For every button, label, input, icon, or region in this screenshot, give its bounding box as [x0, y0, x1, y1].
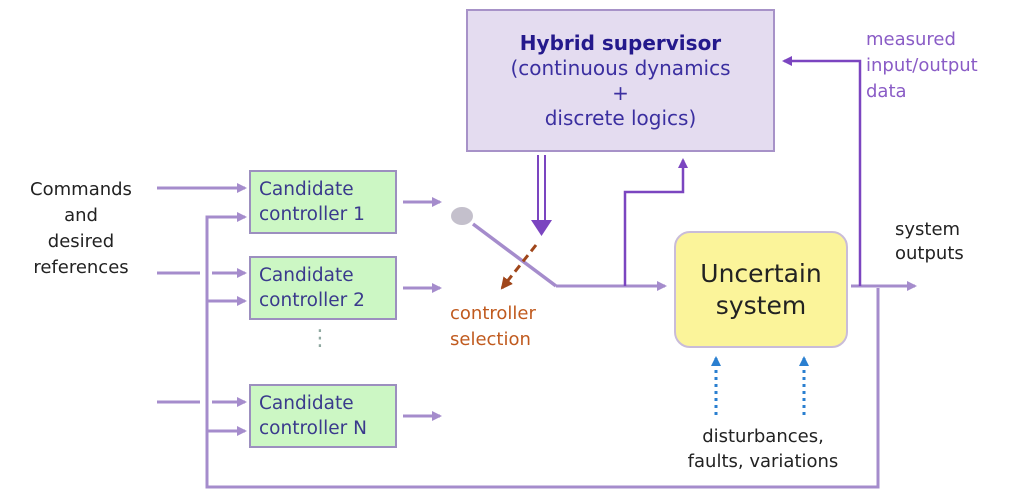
supervisor-title: Hybrid supervisor [519, 30, 722, 55]
plant-label-line-1: Uncertain [700, 258, 822, 288]
measured-label-line: input/output [866, 55, 978, 76]
commands-label: Commands and desired references [12, 177, 150, 281]
commands-label-line: and [64, 205, 98, 226]
candidate-label-line-2: controller 1 [259, 204, 365, 225]
candidate-label-line-2: controller N [259, 418, 367, 439]
selection-label-line: controller [450, 303, 536, 324]
switch-pivot-icon [451, 207, 473, 225]
uncertain-system-block: Uncertain system [674, 231, 848, 348]
switch-blade [471, 222, 558, 288]
hybrid-supervisor-block: Hybrid supervisor (continuous dynamics +… [466, 9, 775, 152]
disturbance-label-line: faults, variations [687, 451, 839, 472]
supervisor-command-arrowhead [531, 220, 552, 236]
feedback-loop-wire [205, 212, 880, 489]
disturbances-label: disturbances, faults, variations [664, 424, 862, 474]
controller-selection-arrow [500, 244, 538, 290]
controller-selection-label: controller selection [450, 301, 536, 353]
plant-label-line-2: system [715, 290, 807, 320]
candidate-controller-n: Candidate controller N [249, 384, 397, 448]
outputs-label-line: system [895, 219, 961, 240]
candidate-label-line-2: controller 2 [259, 290, 365, 311]
supervisor-line-3: + [612, 80, 629, 105]
system-outputs-label: system outputs [895, 218, 964, 266]
commands-label-line: desired [47, 231, 115, 252]
disturbance-label-line: disturbances, [702, 426, 824, 447]
measured-label-line: measured [866, 29, 956, 50]
supervisor-line-2: (continuous dynamics [510, 55, 731, 80]
input-measurement-wire [623, 158, 688, 286]
outputs-label-line: outputs [895, 243, 964, 264]
commands-label-line: Commands [30, 179, 132, 200]
measured-data-wire [782, 56, 862, 286]
candidate-controller-1: Candidate controller 1 [249, 170, 397, 234]
commands-label-line: references [33, 257, 129, 278]
candidate-label-line-1: Candidate [259, 265, 354, 286]
candidate-label-line-1: Candidate [259, 179, 354, 200]
measured-data-label: measured input/output data [866, 27, 978, 105]
candidate-controller-2: Candidate controller 2 [249, 256, 397, 320]
vertical-ellipsis: ⋮ [309, 326, 331, 351]
measured-label-line: data [866, 81, 907, 102]
selection-label-line: selection [450, 329, 531, 350]
candidate-label-line-1: Candidate [259, 393, 354, 414]
supervisor-line-4: discrete logics) [544, 105, 697, 130]
